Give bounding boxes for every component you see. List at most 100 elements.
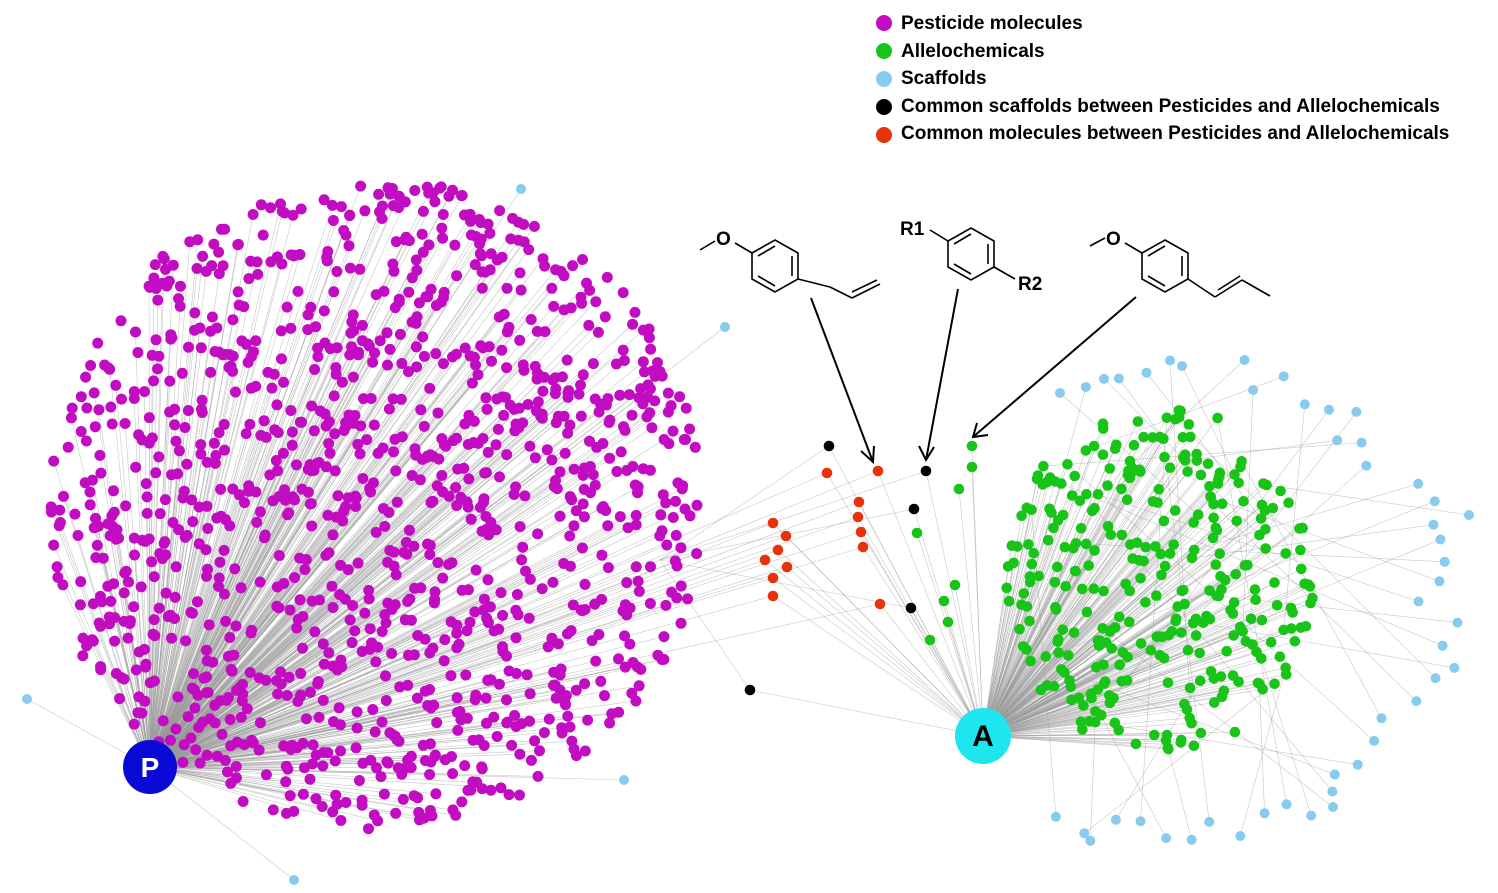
network-edge <box>1176 618 1455 669</box>
pesticide-node <box>266 382 278 394</box>
pesticide-node <box>483 529 495 541</box>
pesticide-node <box>390 465 402 477</box>
pesticide-node <box>255 199 267 211</box>
pesticide-node <box>96 596 108 608</box>
scaffold-node <box>1177 361 1187 371</box>
allelochemical-node <box>1104 697 1116 709</box>
allelochemical-node <box>1280 662 1291 674</box>
pesticide-node <box>403 524 415 536</box>
pesticide-node <box>194 322 206 334</box>
pesticide-node <box>538 727 550 739</box>
allelochemical-node <box>1238 496 1249 507</box>
allelochemical-node <box>1088 583 1099 594</box>
pesticide-node <box>318 658 330 670</box>
pesticide-node <box>48 539 60 551</box>
scaffold-node <box>1079 828 1090 839</box>
pesticide-node <box>684 423 696 435</box>
network-edge <box>659 559 912 609</box>
pesticide-node <box>205 366 217 378</box>
pesticide-node <box>141 491 153 503</box>
scaffold-node <box>1413 478 1424 489</box>
pesticide-node <box>132 347 144 358</box>
allelochemical-node <box>1289 636 1301 647</box>
network-edge <box>982 588 1094 737</box>
pesticide-node <box>500 391 511 403</box>
pesticide-node <box>520 565 531 577</box>
pesticide-node <box>190 744 202 756</box>
pesticide-node <box>550 475 561 486</box>
pesticide-node <box>621 577 633 589</box>
pesticide-node <box>331 342 343 354</box>
pesticide-node <box>644 598 656 609</box>
allelochemical-node <box>1016 510 1027 522</box>
pesticide-node <box>272 688 284 700</box>
pesticide-node <box>157 715 169 727</box>
allelochemical-node <box>1120 578 1131 590</box>
pesticide-node <box>460 669 472 681</box>
pesticide-node <box>501 449 513 461</box>
pesticide-node <box>122 632 134 644</box>
pesticide-node <box>306 400 318 412</box>
pesticide-node <box>451 706 463 718</box>
network-edge <box>925 470 984 737</box>
pesticide-node <box>219 348 231 360</box>
pesticide-node <box>619 630 631 642</box>
pesticide-node <box>367 356 379 368</box>
pesticide-node <box>289 572 301 584</box>
allelochemical-node <box>1073 692 1085 704</box>
pesticide-node <box>481 717 492 729</box>
pesticide-node <box>576 297 588 309</box>
pesticide-node <box>149 630 161 642</box>
pesticide-node <box>208 437 220 449</box>
pesticide-node <box>590 655 602 667</box>
pesticide-node <box>470 564 482 576</box>
pesticide-node <box>480 392 492 404</box>
pesticide-node <box>490 439 502 451</box>
pesticide-node <box>197 250 209 262</box>
scaffold-r1-label: R1 <box>900 219 925 240</box>
pesticide-node <box>424 684 436 695</box>
pesticide-node <box>458 462 470 474</box>
pesticide-node <box>568 520 580 532</box>
pesticide-node <box>402 679 414 691</box>
pesticide-node <box>478 493 490 505</box>
pesticide-node <box>327 602 339 613</box>
allelochemical-node <box>1003 595 1015 607</box>
pesticide-node <box>497 609 509 621</box>
pesticide-node <box>262 366 274 378</box>
pesticide-node <box>329 428 341 440</box>
pesticide-node <box>430 788 442 800</box>
pesticide-node <box>196 407 208 418</box>
pesticide-node <box>332 490 344 502</box>
network-edge <box>1084 674 1287 834</box>
legend-label-allelochemical: Allelochemicals <box>901 41 1045 62</box>
pesticide-node <box>141 507 153 519</box>
pesticide-node <box>482 574 494 586</box>
allelochemical-node <box>1135 573 1146 584</box>
pesticide-node <box>424 769 436 780</box>
pesticide-node <box>675 542 687 554</box>
scaffold-node <box>1430 673 1441 684</box>
pesticide-node <box>128 601 140 613</box>
pesticide-node <box>148 614 160 626</box>
pesticide-node <box>294 594 306 606</box>
pesticide-node <box>565 302 577 314</box>
pesticide-node <box>153 602 165 614</box>
pesticide-node <box>479 266 491 278</box>
pesticide-node <box>174 280 186 292</box>
scaffold-node <box>1329 769 1340 780</box>
legend-label-pesticide: Pesticide molecules <box>901 13 1083 34</box>
common-molecule-node <box>852 511 864 523</box>
pesticide-node <box>494 205 506 217</box>
allelochemical-node <box>1024 615 1035 627</box>
pesticide-node <box>376 626 388 637</box>
allelochemical-node <box>1269 678 1280 690</box>
pesticide-node <box>584 435 595 447</box>
pesticide-node <box>519 490 531 502</box>
network-edge <box>149 412 203 768</box>
pesticide-node <box>414 474 426 486</box>
network-edge <box>1159 539 1441 656</box>
pesticide-node <box>383 403 395 415</box>
allelochemical-node <box>1184 682 1196 694</box>
pesticide-node <box>143 412 155 424</box>
